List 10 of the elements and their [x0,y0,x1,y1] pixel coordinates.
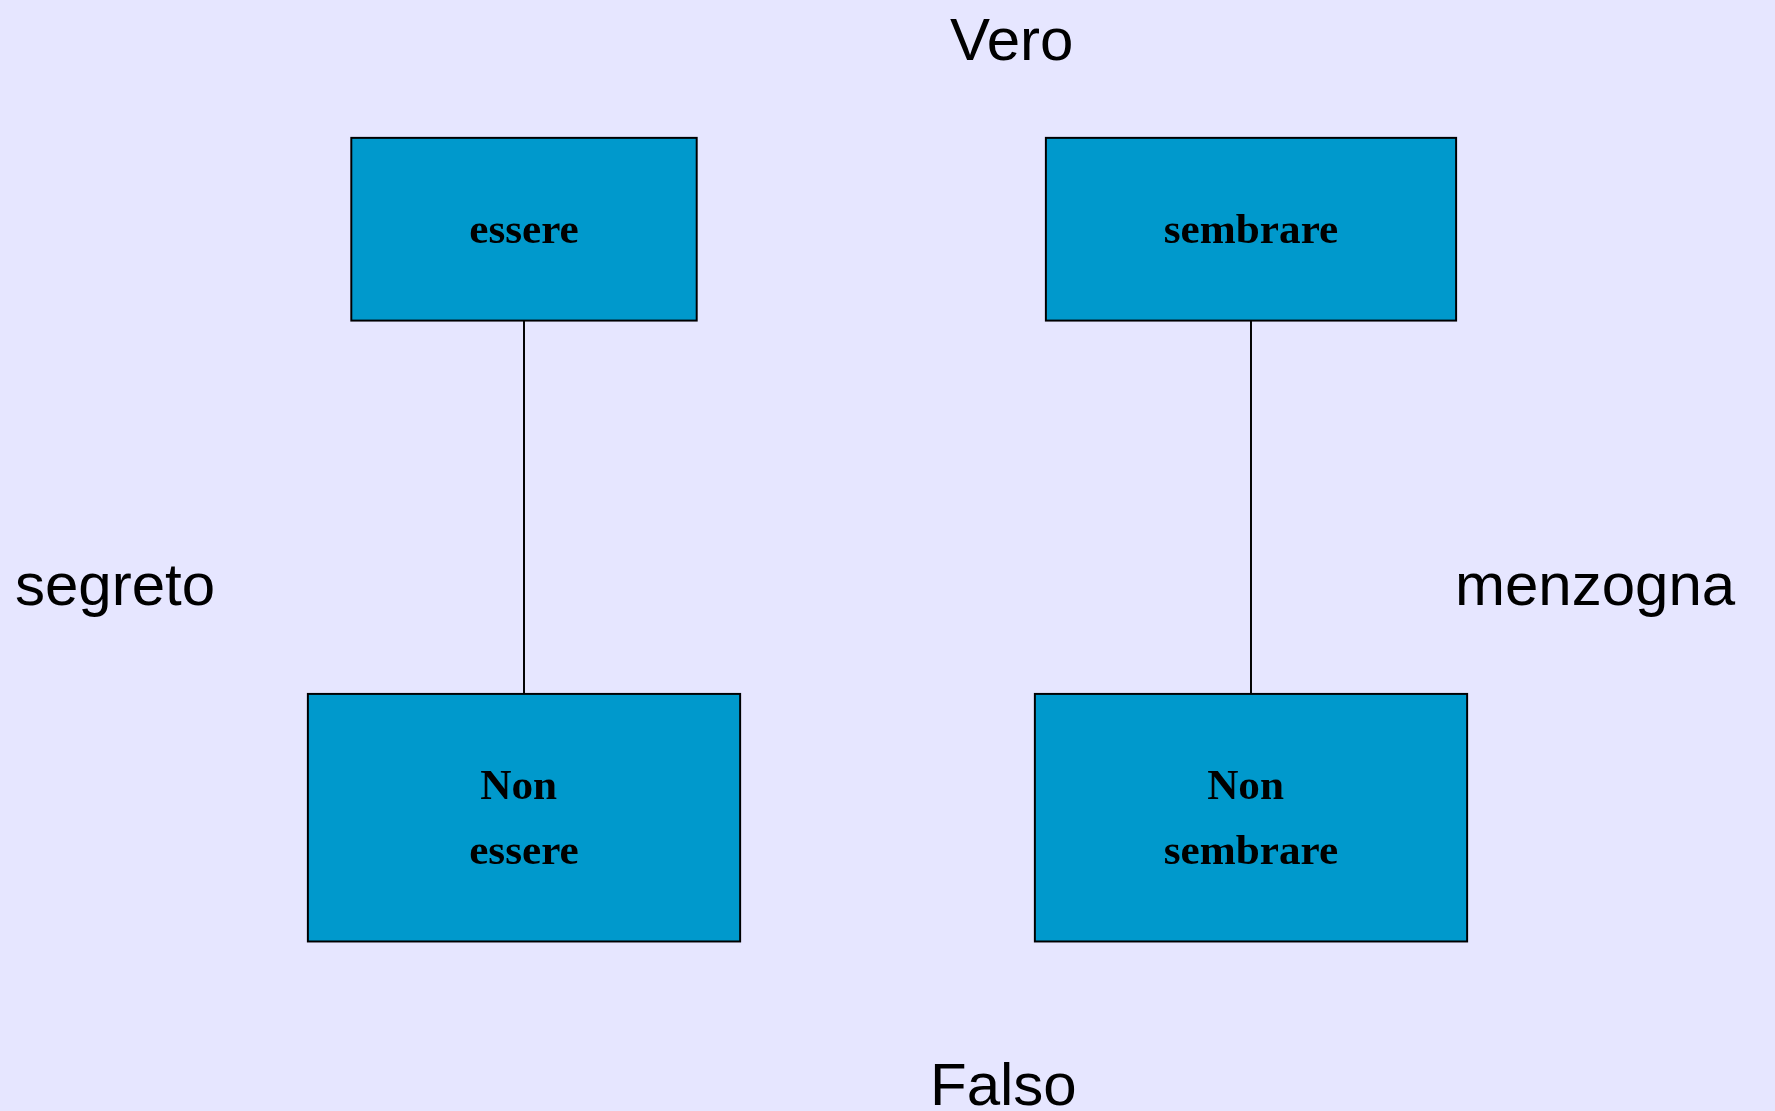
pole-label: menzogna [1455,550,1736,619]
pole-label: segreto [15,550,216,619]
connector [1250,319,1252,696]
node-box: essere [350,137,698,322]
node-box: sembrare [1044,137,1458,322]
node-box: Non essere [306,693,742,943]
connector [523,319,525,696]
node-box: Non sembrare [1033,693,1469,943]
pole-label: Vero [950,5,1074,74]
pole-label: Falso [930,1050,1077,1111]
